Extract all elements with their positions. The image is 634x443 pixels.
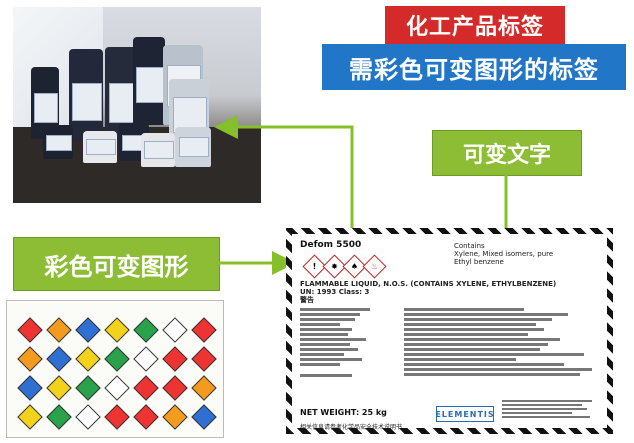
flame-icon: ♨	[362, 254, 387, 279]
variable-text-tag: 可变文字	[432, 130, 582, 176]
hazard-diamond-icon	[75, 375, 101, 401]
company-info-block	[502, 398, 602, 420]
hazard-diamond-icon	[162, 375, 188, 401]
product-bottles-photo	[13, 7, 261, 203]
hazard-diamond-icon	[17, 317, 43, 343]
brand-logo: ELEMENTIS	[435, 406, 494, 422]
label-footer: 相关信息请参考化学品安全技术说明书	[300, 424, 403, 431]
hazard-diamond-icon	[133, 404, 159, 430]
hazard-diamond-icon	[46, 346, 72, 372]
hazard-diamond-icon	[75, 317, 101, 343]
hazard-diamond-icon	[162, 346, 188, 372]
net-weight: NET WEIGHT: 25 kg	[300, 408, 387, 417]
hazard-diamond-icon	[104, 317, 130, 343]
hazard-diamond-icon	[17, 404, 43, 430]
hazard-diamond-icon	[133, 346, 159, 372]
hazard-diamond-icon	[46, 404, 72, 430]
variable-graphics-tag: 彩色可变图形	[13, 237, 220, 291]
hazard-diamond-icon	[75, 346, 101, 372]
chemical-label-sample: Defom 5500 Contains Xylene, Mixed isomer…	[286, 228, 613, 434]
hazard-diamond-icon	[17, 346, 43, 372]
left-precautions-block	[300, 306, 400, 379]
un-class: UN: 1993 Class: 3	[300, 288, 370, 296]
hazard-diamond-icon	[162, 404, 188, 430]
hazard-diamond-icon	[162, 317, 188, 343]
color-variable-graphics-banner: 需彩色可变图形的标签	[322, 44, 626, 90]
hazard-description: FLAMMABLE LIQUID, N.O.S. (CONTAINS XYLEN…	[300, 280, 557, 288]
hazard-diamond-icon	[46, 375, 72, 401]
hazard-pictogram-poster	[6, 300, 224, 438]
contains-line-1: Xylene, Mixed isomers, pure	[454, 250, 554, 258]
hazard-diamond-icon	[104, 375, 130, 401]
product-name: Defom 5500	[300, 240, 362, 250]
hazard-diamond-icon	[191, 375, 217, 401]
contains-heading: Contains	[454, 242, 485, 250]
hazard-diamond-icon	[191, 404, 217, 430]
hazard-diamond-icon	[46, 317, 72, 343]
hazard-diamond-icon	[104, 404, 130, 430]
chemical-product-label-banner: 化工产品标签	[385, 6, 565, 44]
hazard-diamond-icon	[133, 375, 159, 401]
hazard-diamond-icon	[191, 317, 217, 343]
hazard-diamond-icon	[191, 346, 217, 372]
signal-word: 警告	[300, 296, 314, 304]
hazard-diamond-icon	[75, 404, 101, 430]
right-precautions-block	[404, 306, 604, 378]
hazard-diamond-icon	[104, 346, 130, 372]
contains-line-2: Ethyl benzene	[454, 258, 504, 266]
hazard-diamond-icon	[133, 317, 159, 343]
hazard-diamond-icon	[17, 375, 43, 401]
